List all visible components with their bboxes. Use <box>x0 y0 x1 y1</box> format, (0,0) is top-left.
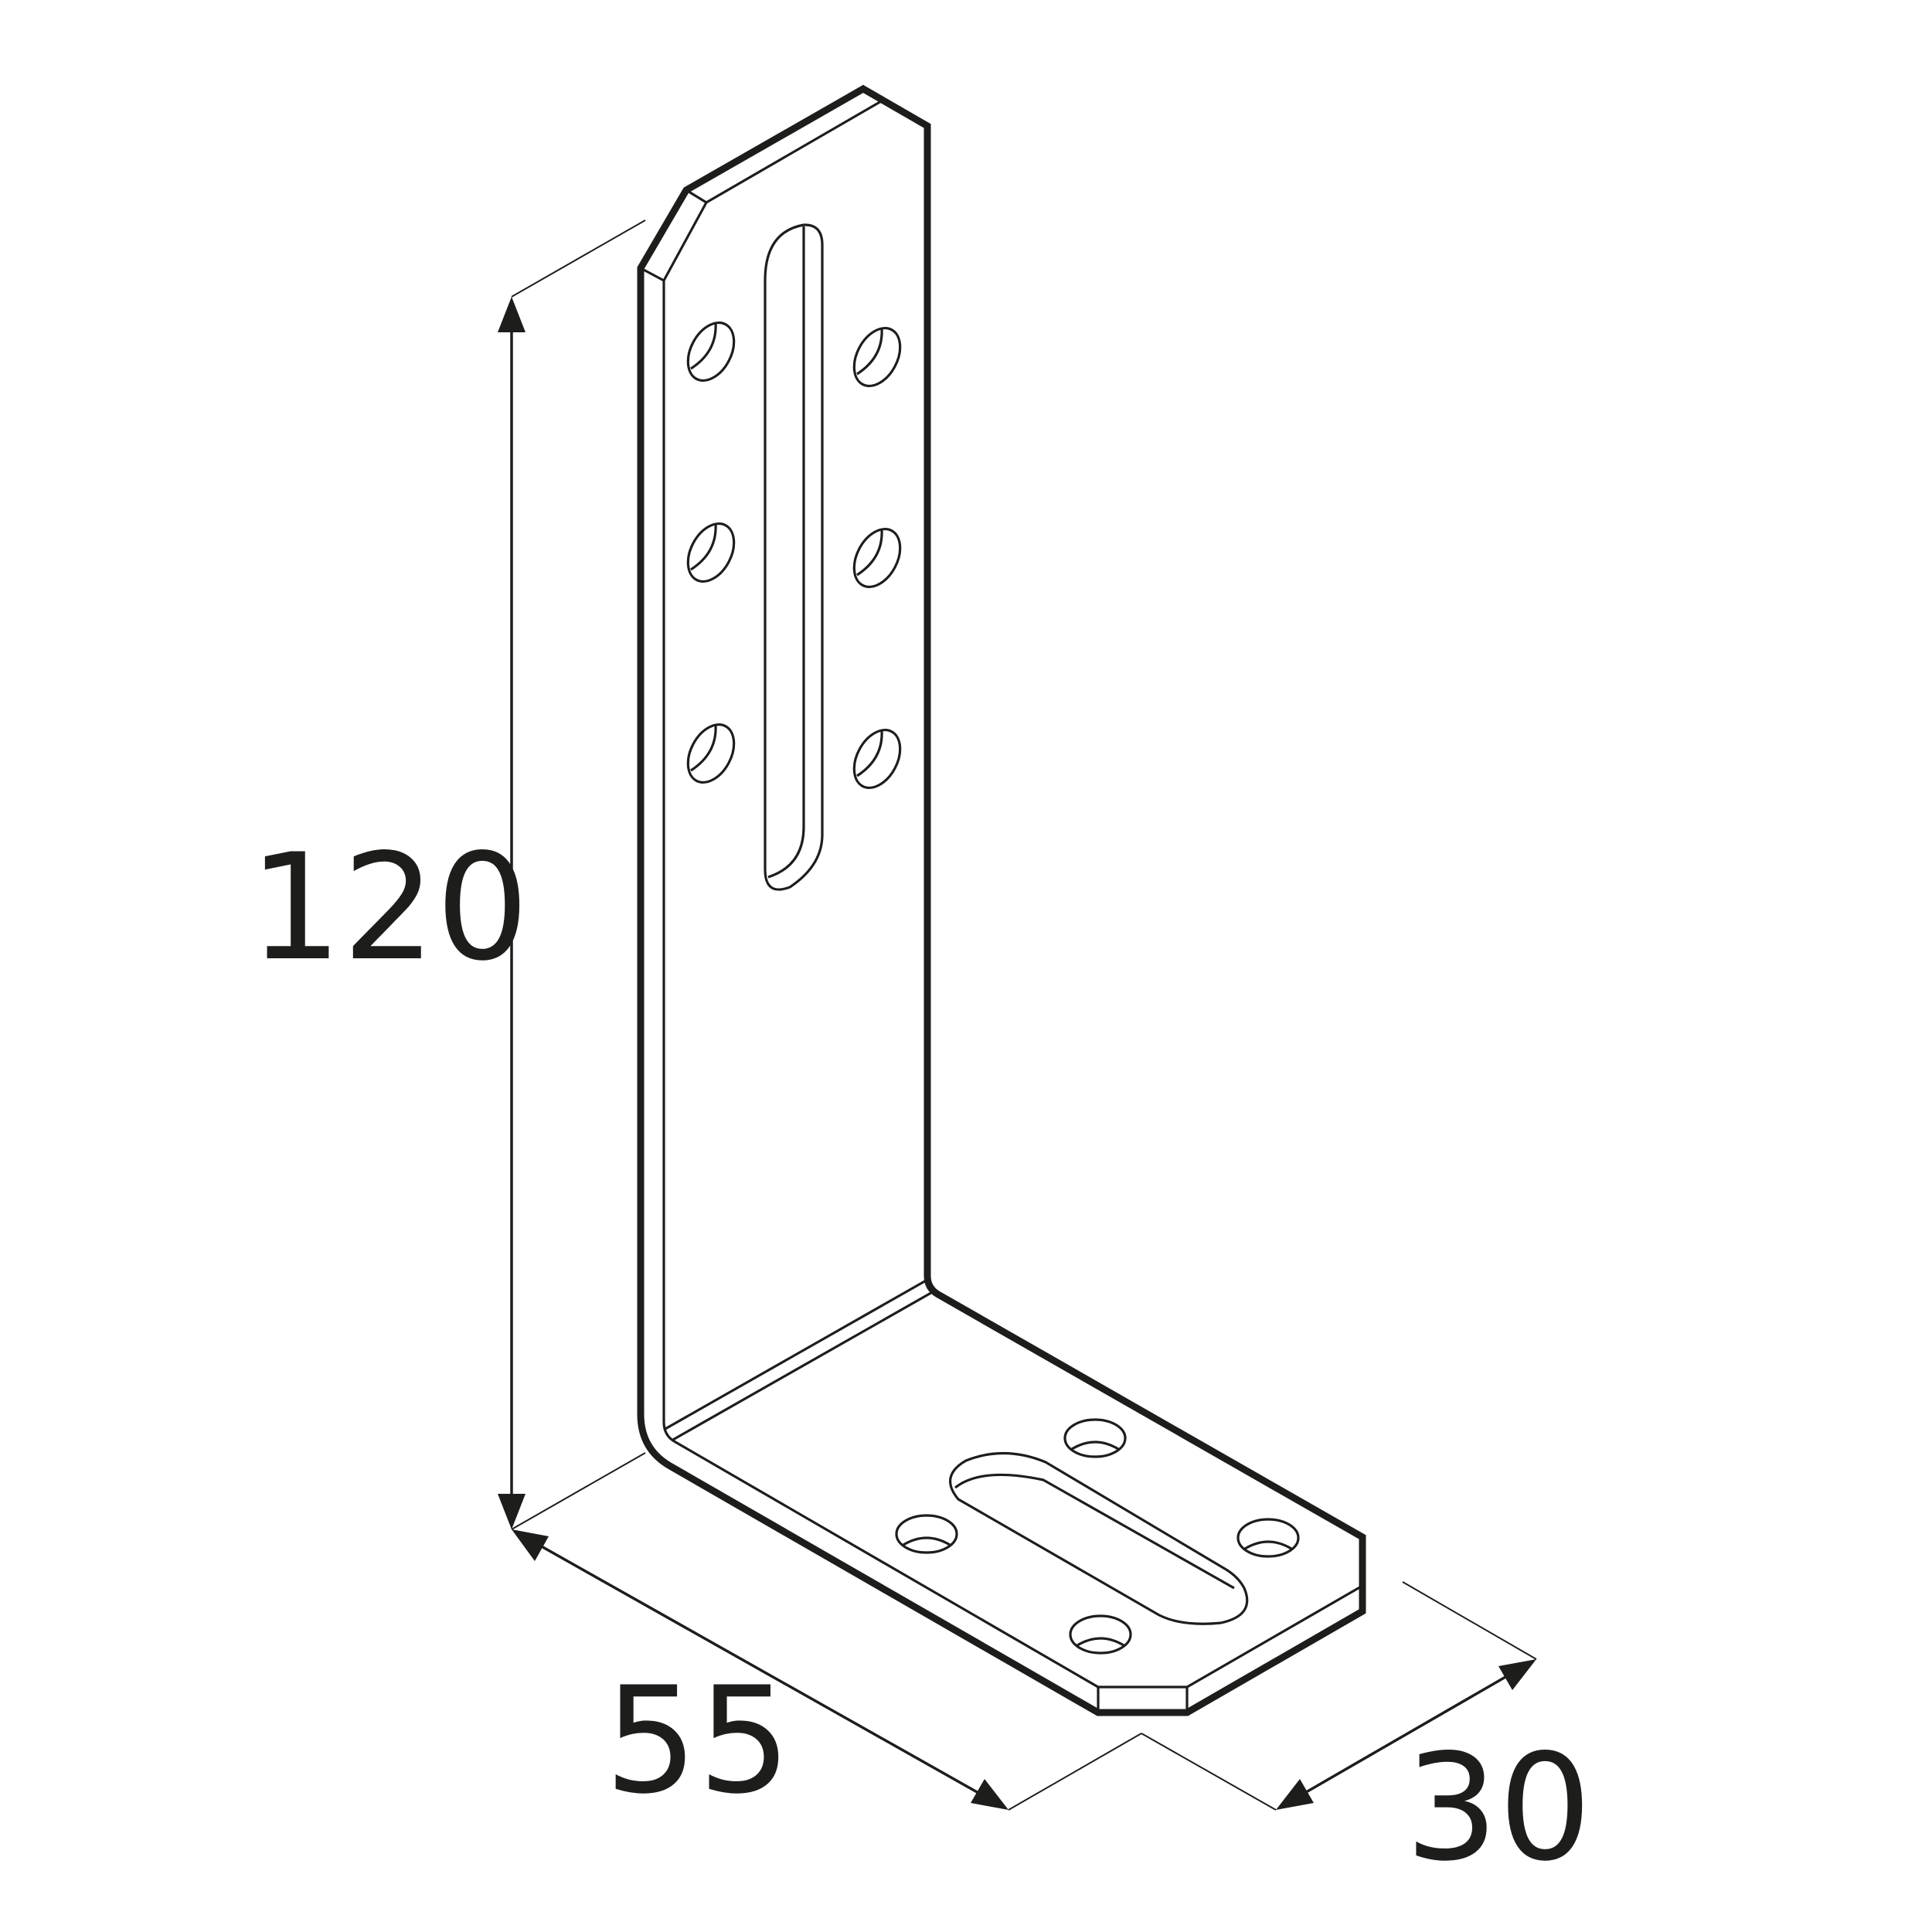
top-bevel-edges <box>640 99 1363 1713</box>
holes-vertical-left <box>686 321 736 784</box>
holes-horizontal <box>895 1418 1300 1655</box>
bracket-outline <box>637 84 1366 1716</box>
length-label: 55 <box>604 1655 791 1826</box>
dimension-length <box>512 1529 1142 1811</box>
height-label: 120 <box>249 822 529 993</box>
dimension-width <box>1141 1581 1537 1811</box>
width-label: 30 <box>1405 1723 1592 1893</box>
vertical-slot <box>764 223 824 891</box>
dimension-height <box>498 219 646 1530</box>
holes-vertical-right <box>852 327 902 789</box>
horizontal-slot <box>949 1451 1249 1625</box>
